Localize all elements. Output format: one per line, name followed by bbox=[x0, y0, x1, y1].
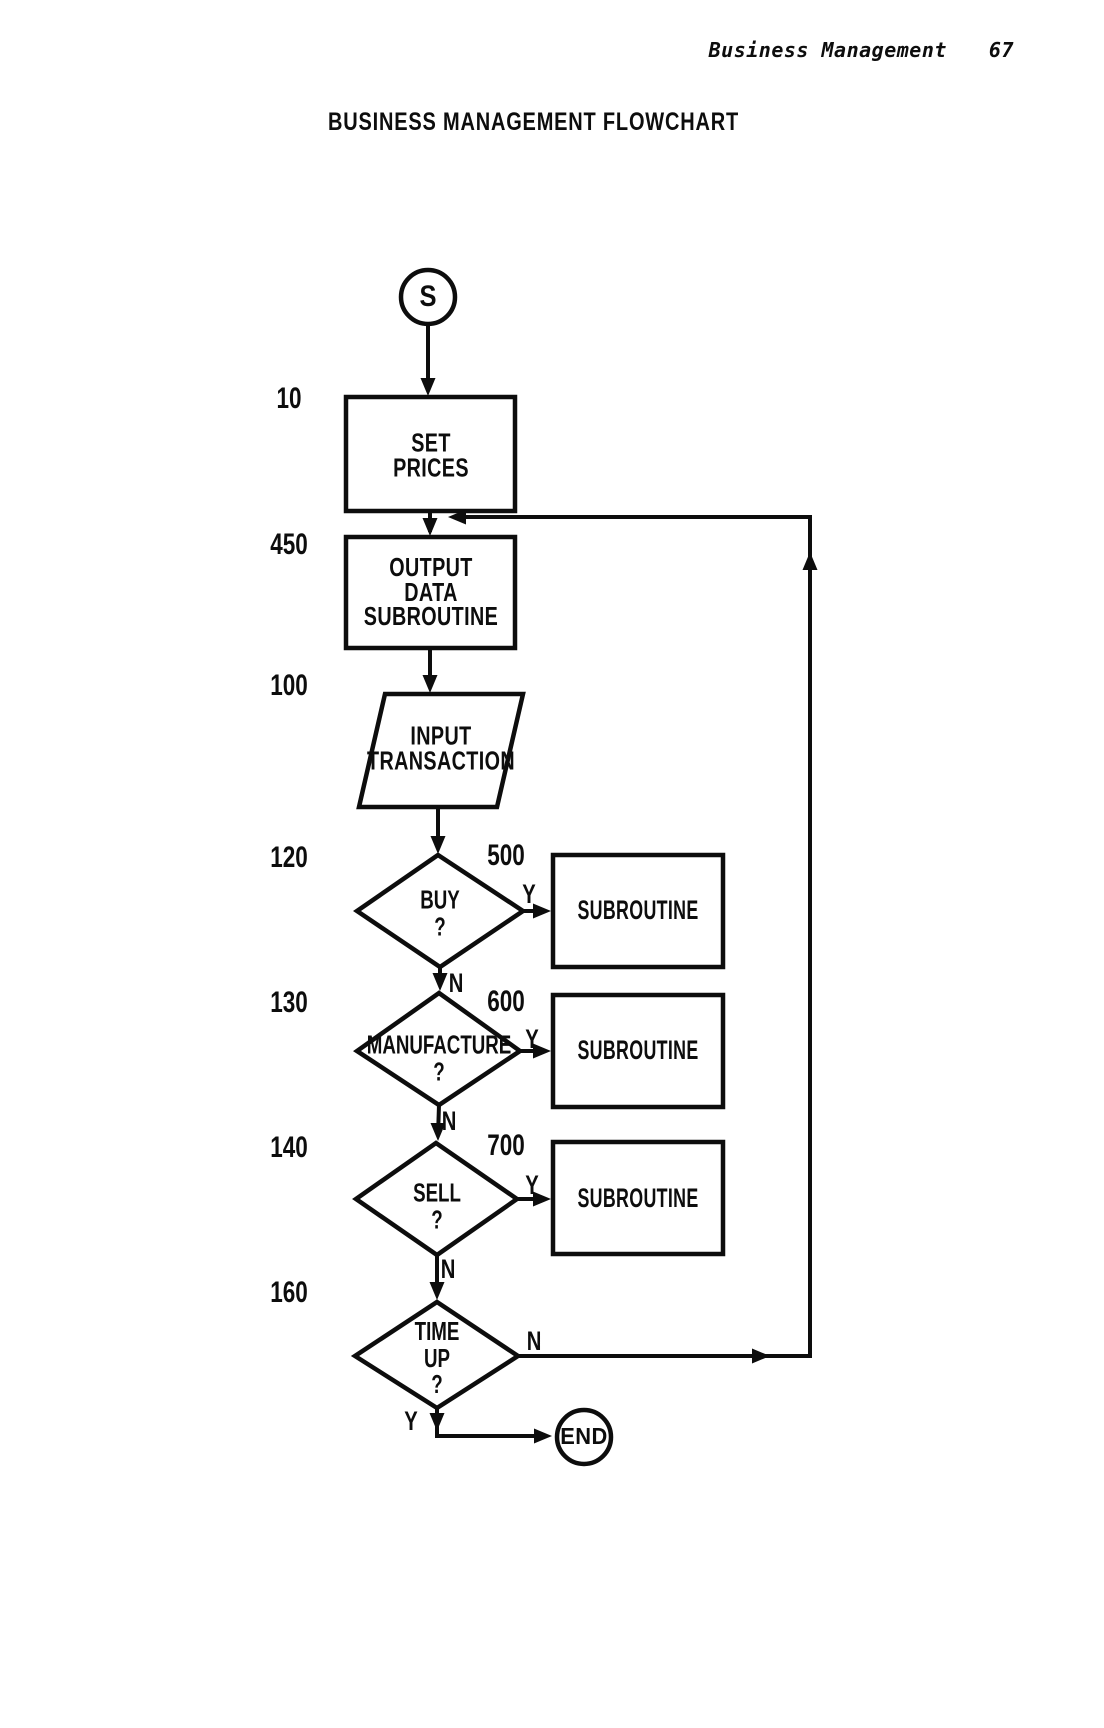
arrowhead-loop-up bbox=[802, 552, 818, 570]
line-number-10: 10 bbox=[276, 381, 302, 415]
time-up-no-label: N bbox=[526, 1326, 542, 1357]
arrowhead-into-sell bbox=[430, 1123, 446, 1141]
start-terminal-shape bbox=[398, 267, 458, 327]
buy-no-label: N bbox=[448, 968, 464, 999]
sell-no-label: N bbox=[440, 1254, 456, 1285]
start-terminal-label: S bbox=[419, 279, 437, 313]
arrowhead-into-input bbox=[422, 675, 438, 693]
arrowhead-loop-bottom bbox=[752, 1348, 770, 1364]
line-number-100: 100 bbox=[270, 668, 308, 702]
arrowhead-into-time-up bbox=[429, 1282, 445, 1300]
edge-time-up-no-loop bbox=[464, 515, 812, 1358]
line-number-700: 700 bbox=[487, 1128, 525, 1162]
arrowhead-buy-yes bbox=[533, 903, 551, 919]
output-data-subroutine-box bbox=[343, 534, 518, 651]
manufacture-decision-label: MANUFACTURE ? bbox=[366, 1029, 512, 1086]
running-header: Business Management 67 bbox=[709, 38, 1014, 62]
flow-nodes bbox=[343, 267, 726, 1467]
arrowhead-into-manufacture bbox=[432, 973, 448, 991]
sell-yes-label: Y bbox=[525, 1170, 539, 1201]
subroutine-700-box bbox=[550, 1139, 726, 1257]
line-number-140: 140 bbox=[270, 1130, 308, 1164]
time-up-decision-label: TIME UP ? bbox=[414, 1316, 460, 1400]
manufacture-yes-label: Y bbox=[525, 1024, 539, 1055]
manufacture-decision-diamond bbox=[353, 990, 524, 1108]
subroutine-700-label: SUBROUTINE bbox=[577, 1183, 699, 1214]
buy-yes-label: Y bbox=[522, 879, 536, 910]
line-number-600: 600 bbox=[487, 984, 525, 1018]
set-prices-label: SET PRICES bbox=[393, 427, 469, 482]
sell-decision-diamond bbox=[352, 1140, 521, 1258]
subroutine-600-label: SUBROUTINE bbox=[577, 1035, 699, 1066]
flow-arrowheads bbox=[420, 378, 818, 1444]
line-number-450: 450 bbox=[270, 527, 308, 561]
subroutine-500-box bbox=[550, 852, 726, 970]
end-terminal-label: END bbox=[560, 1423, 608, 1450]
sell-decision-label: SELL ? bbox=[413, 1177, 461, 1234]
arrowhead-loop-return bbox=[448, 509, 466, 525]
subroutine-600-box bbox=[550, 992, 726, 1110]
input-transaction-label: INPUT TRANSACTION bbox=[367, 720, 515, 775]
buy-decision-diamond bbox=[353, 852, 528, 970]
arrowhead-into-buy bbox=[430, 836, 446, 854]
arrowhead-time-up-yes-down bbox=[429, 1413, 445, 1431]
page-title: BUSINESS MANAGEMENT FLOWCHART bbox=[328, 108, 739, 136]
arrowhead-sell-yes bbox=[533, 1191, 551, 1207]
arrowhead-into-set-prices bbox=[420, 378, 436, 396]
line-number-130: 130 bbox=[270, 985, 308, 1019]
arrowhead-into-output-data bbox=[422, 518, 438, 536]
end-terminal-shape bbox=[554, 1407, 614, 1467]
subroutine-500-label: SUBROUTINE bbox=[577, 895, 699, 926]
arrowhead-manufacture-yes bbox=[533, 1043, 551, 1059]
output-data-subroutine-label: OUTPUT DATA SUBROUTINE bbox=[363, 551, 499, 632]
line-number-160: 160 bbox=[270, 1275, 308, 1309]
line-number-120: 120 bbox=[270, 840, 308, 874]
arrowhead-into-end bbox=[534, 1428, 552, 1444]
buy-decision-label: BUY ? bbox=[420, 884, 460, 941]
running-header-title: Business Management bbox=[708, 38, 947, 62]
time-up-decision-diamond bbox=[350, 1299, 523, 1411]
set-prices-box bbox=[343, 394, 518, 514]
edge-time-up-yes-to-end bbox=[435, 1408, 546, 1438]
manufacture-no-label: N bbox=[441, 1106, 457, 1137]
input-transaction-parallelogram bbox=[356, 691, 526, 810]
running-header-page-number: 67 bbox=[988, 38, 1014, 62]
time-up-yes-label: Y bbox=[404, 1406, 418, 1437]
line-number-500: 500 bbox=[487, 838, 525, 872]
